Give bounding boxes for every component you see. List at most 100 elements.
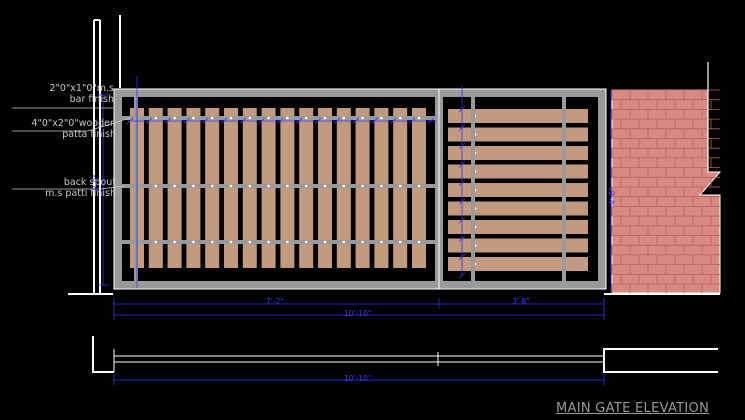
bolt <box>380 184 383 188</box>
gate-plan-view <box>92 336 718 373</box>
dimension-tick <box>458 253 466 261</box>
bolt <box>361 240 364 244</box>
horizontal-rail <box>122 240 435 244</box>
bolt <box>361 184 364 188</box>
bolt <box>304 184 308 188</box>
bolt <box>154 240 158 244</box>
bolt <box>192 116 195 120</box>
note-bar-line1: 2"0"x1"0"m.s <box>49 83 114 94</box>
note-spout-line2: m.s patti finish <box>45 188 116 199</box>
right-leaf-planks <box>448 97 588 281</box>
vertical-rail <box>134 97 138 281</box>
bolt <box>248 240 252 244</box>
note-wooden-line2: patta finish <box>62 129 116 140</box>
horizontal-plank <box>448 127 588 142</box>
brick-wall <box>611 62 722 294</box>
bolt <box>380 116 383 120</box>
bolt <box>210 116 214 120</box>
bolt <box>229 184 233 188</box>
bolt <box>304 116 308 120</box>
bolt <box>154 116 158 120</box>
dimension-tick <box>201 117 209 125</box>
left-leaf-rails <box>122 97 435 281</box>
bolt <box>286 240 289 244</box>
horizontal-rail <box>122 116 435 120</box>
bolt <box>210 240 214 244</box>
left-pillar <box>68 15 121 295</box>
bolt <box>229 116 233 120</box>
dimension-tick <box>314 117 322 125</box>
dimension-tick <box>458 235 466 242</box>
note-bar-line2: bar finish <box>69 94 114 105</box>
bolt <box>248 116 252 120</box>
horizontal-dimensions <box>113 298 605 385</box>
bolt <box>342 116 346 120</box>
bolt <box>286 116 289 120</box>
dimension-tick <box>164 117 171 125</box>
bolt <box>267 240 270 244</box>
bolt <box>417 184 421 188</box>
drawing-title: MAIN GATE ELEVATION <box>556 401 710 416</box>
dim-left-leaf: 7'-2" <box>266 297 284 306</box>
dim-right-leaf: 3'-8" <box>512 297 530 306</box>
dimension-tick <box>389 117 397 125</box>
dimension-tick <box>371 117 378 125</box>
horizontal-plank <box>448 257 588 271</box>
dimension-tick <box>295 117 303 125</box>
note-leaders <box>12 107 131 190</box>
note-wooden-line1: 4"0"x2"0"wooden <box>31 118 116 129</box>
dimension-tick <box>352 117 359 125</box>
bolt <box>342 240 346 244</box>
bolt <box>323 184 327 188</box>
horizontal-plank <box>448 220 588 234</box>
bolt <box>323 240 327 244</box>
bolt <box>417 240 421 244</box>
bolt <box>248 184 252 188</box>
bolt <box>398 240 402 244</box>
dimension-tick <box>408 117 416 125</box>
bolt <box>417 116 421 120</box>
bolt <box>342 184 346 188</box>
dimension-tick <box>458 216 466 224</box>
bolt <box>267 184 270 188</box>
note-back-spout: back spout m.s patti finish <box>8 177 116 199</box>
dimension-tick <box>277 117 284 125</box>
dimension-tick <box>239 117 247 125</box>
vertical-rail <box>471 97 475 281</box>
dim-overall-plan: 10'-10" <box>344 374 372 383</box>
note-spout-line1: back spout <box>63 177 116 188</box>
dim-wall-height: 4'-6" <box>608 187 617 205</box>
bolt <box>192 184 195 188</box>
dimension-tick <box>258 117 265 125</box>
note-bar-finish: 2"0"x1"0"m.s bar finish <box>8 83 114 105</box>
bolt <box>173 184 176 188</box>
vertical-rail <box>562 97 566 281</box>
dimension-tick <box>458 124 466 131</box>
dimension-tick <box>458 105 466 113</box>
bolt <box>380 240 383 244</box>
dimension-tick <box>145 117 153 125</box>
bolt <box>286 184 289 188</box>
bolt <box>154 184 158 188</box>
dimension-tick <box>427 117 435 125</box>
bolt <box>173 240 176 244</box>
bolt <box>398 184 402 188</box>
bolt <box>173 116 176 120</box>
dimension-tick <box>126 117 134 125</box>
dimension-tick <box>458 161 466 168</box>
bolt <box>304 240 308 244</box>
bolt <box>229 240 233 244</box>
dim-gate-height: 4'-0" <box>92 174 101 192</box>
plank-dimension-marks <box>126 76 466 288</box>
horizontal-plank <box>448 201 588 216</box>
bolt <box>192 240 195 244</box>
horizontal-plank <box>448 164 588 179</box>
bolt <box>210 184 214 188</box>
bolt <box>267 116 270 120</box>
horizontal-rail <box>122 184 435 188</box>
dimension-tick <box>458 179 466 187</box>
dim-overall: 10'-10" <box>344 309 372 318</box>
bolt <box>398 116 402 120</box>
dimension-tick <box>333 117 341 125</box>
